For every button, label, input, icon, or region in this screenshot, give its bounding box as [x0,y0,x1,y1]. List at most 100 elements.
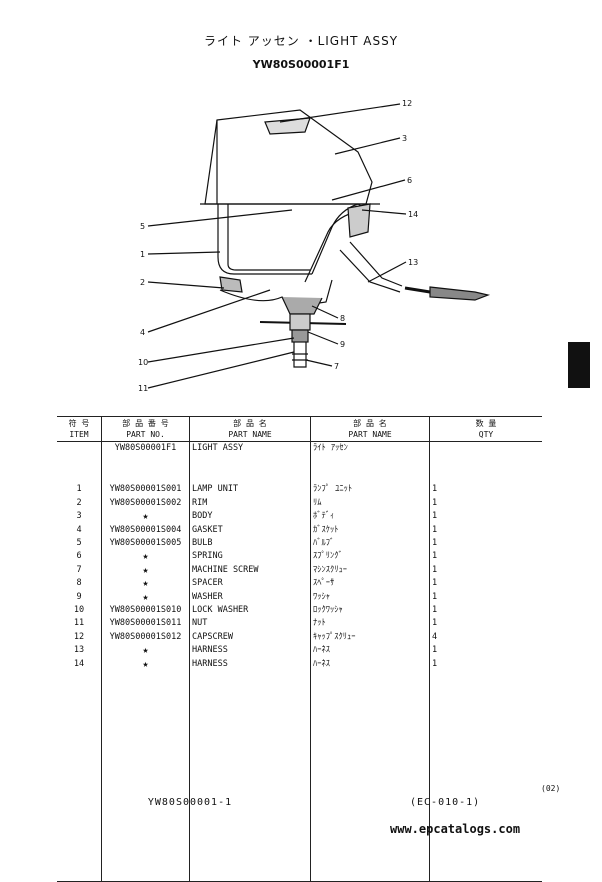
light-assy-diagram: 12 3 6 14 5 1 13 2 8 4 9 10 7 11 [138,99,491,393]
part-name-jp-cell: ｽﾍﾟｰｻ [310,577,430,591]
item-cell: 11 [73,618,85,629]
part-name-jp-cell: ｷｬｯﾌﾟｽｸﾘｭｰ [310,630,430,645]
qty-cell: 1 [429,510,542,524]
qty-cell: 1 [429,550,542,564]
part-no-cell: YW80S00001S004 [101,523,190,538]
callout-label: 11 [138,384,148,393]
harness-connector [429,286,491,301]
item-cell: 3 [76,511,82,522]
item-cell: 10 [73,605,85,616]
callout-label: 12 [402,99,412,108]
table-filler-row [57,671,542,882]
part-no-cell: ★ [101,550,190,564]
part-no-cell: YW80S00001S002 [101,496,190,511]
spacer-shape [289,313,311,331]
item-cell: 2 [76,497,82,508]
callout-label: 7 [334,362,339,371]
callout-label: 3 [402,134,407,143]
callout-label: 14 [408,210,418,219]
part-name-cell: BODY [189,510,311,524]
qty-cell: 1 [429,496,542,511]
item-cell: 13 [73,645,85,656]
qty-cell: 1 [429,604,542,618]
part-name-jp-cell: ﾎﾞﾃﾞｨ [310,510,430,524]
assembly-part-cell: YW80S00001F1 [101,441,190,456]
part-name-jp-cell: ｶﾞｽｹｯﾄ [310,523,430,538]
part-name-cell: NUT [189,617,311,631]
part-name-cell: WASHER [189,590,311,605]
qty-cell: 1 [429,590,542,605]
washer-shape [291,329,309,343]
ec-code: (EC-010-1) [410,797,481,808]
callout-label: 2 [140,278,145,287]
part-name-cell: HARNESS [189,644,311,658]
callout-label: 13 [408,258,418,267]
part-name-cell: SPACER [189,577,311,591]
rim-shape [219,276,243,293]
part-no-cell: YW80S00001S010 [101,604,190,618]
item-cell: 5 [76,538,82,549]
callout-label: 1 [140,250,145,259]
part-no-cell: ★ [101,577,190,591]
qty-cell: 1 [429,483,542,497]
part-no-cell: YW80S00001S005 [101,537,190,551]
part-name-cell: CAPSCREW [189,630,311,645]
part-name-jp-cell: ﾊｰﾈｽ [310,657,430,672]
part-name-cell: SPRING [189,550,311,564]
part-name-jp-cell: ﾅｯﾄ [310,617,430,631]
callout-label: 5 [140,222,145,231]
callout-label: 6 [407,176,412,185]
part-name-cell: LAMP UNIT [189,483,311,497]
assembly-jname-cell: ﾗｲﾄ ｱｯｾﾝ [310,441,430,456]
revision-label: (02) [541,784,561,793]
part-name-jp-cell: ﾘﾑ [310,496,430,511]
assembly-row: YW80S00001F1 LIGHT ASSY ﾗｲﾄ ｱｯｾﾝ [57,441,542,456]
part-name-cell: LOCK WASHER [189,604,311,618]
part-name-jp-cell: ﾗﾝﾌﾟ ﾕﾆｯﾄ [310,483,430,497]
spacer-row [57,455,542,484]
part-no-cell: ★ [101,590,190,605]
callout-label: 10 [138,358,148,367]
part-no-cell: ★ [101,563,190,578]
part-name-cell: RIM [189,496,311,511]
item-cell: 1 [76,484,82,495]
part-name-jp-cell: ﾜｯｼｬ [310,590,430,605]
item-cell: 8 [76,578,82,589]
item-cell: 9 [76,591,82,602]
qty-cell: 1 [429,617,542,631]
part-no-cell: ★ [101,644,190,658]
part-name-jp-cell: ﾊﾞﾙﾌﾞ [310,537,430,551]
qty-cell: 1 [429,577,542,591]
item-cell: 6 [76,551,82,562]
part-no-cell: YW80S00001S012 [101,630,190,645]
page-title: ライト アッセン ・LIGHT ASSY [203,34,399,48]
callout-label: 4 [140,328,145,337]
part-name-cell: HARNESS [189,657,311,672]
part-name-cell: BULB [189,537,311,551]
item-cell: 4 [76,524,82,535]
qty-cell: 1 [429,657,542,672]
qty-cell: 1 [429,523,542,538]
item-cell: 7 [76,564,82,575]
section-tab-marker [568,342,590,388]
part-name-jp-cell: ﾏｼﾝｽｸﾘｭｰ [310,563,430,578]
assembly-part-number: YW80S00001F1 [252,58,350,71]
